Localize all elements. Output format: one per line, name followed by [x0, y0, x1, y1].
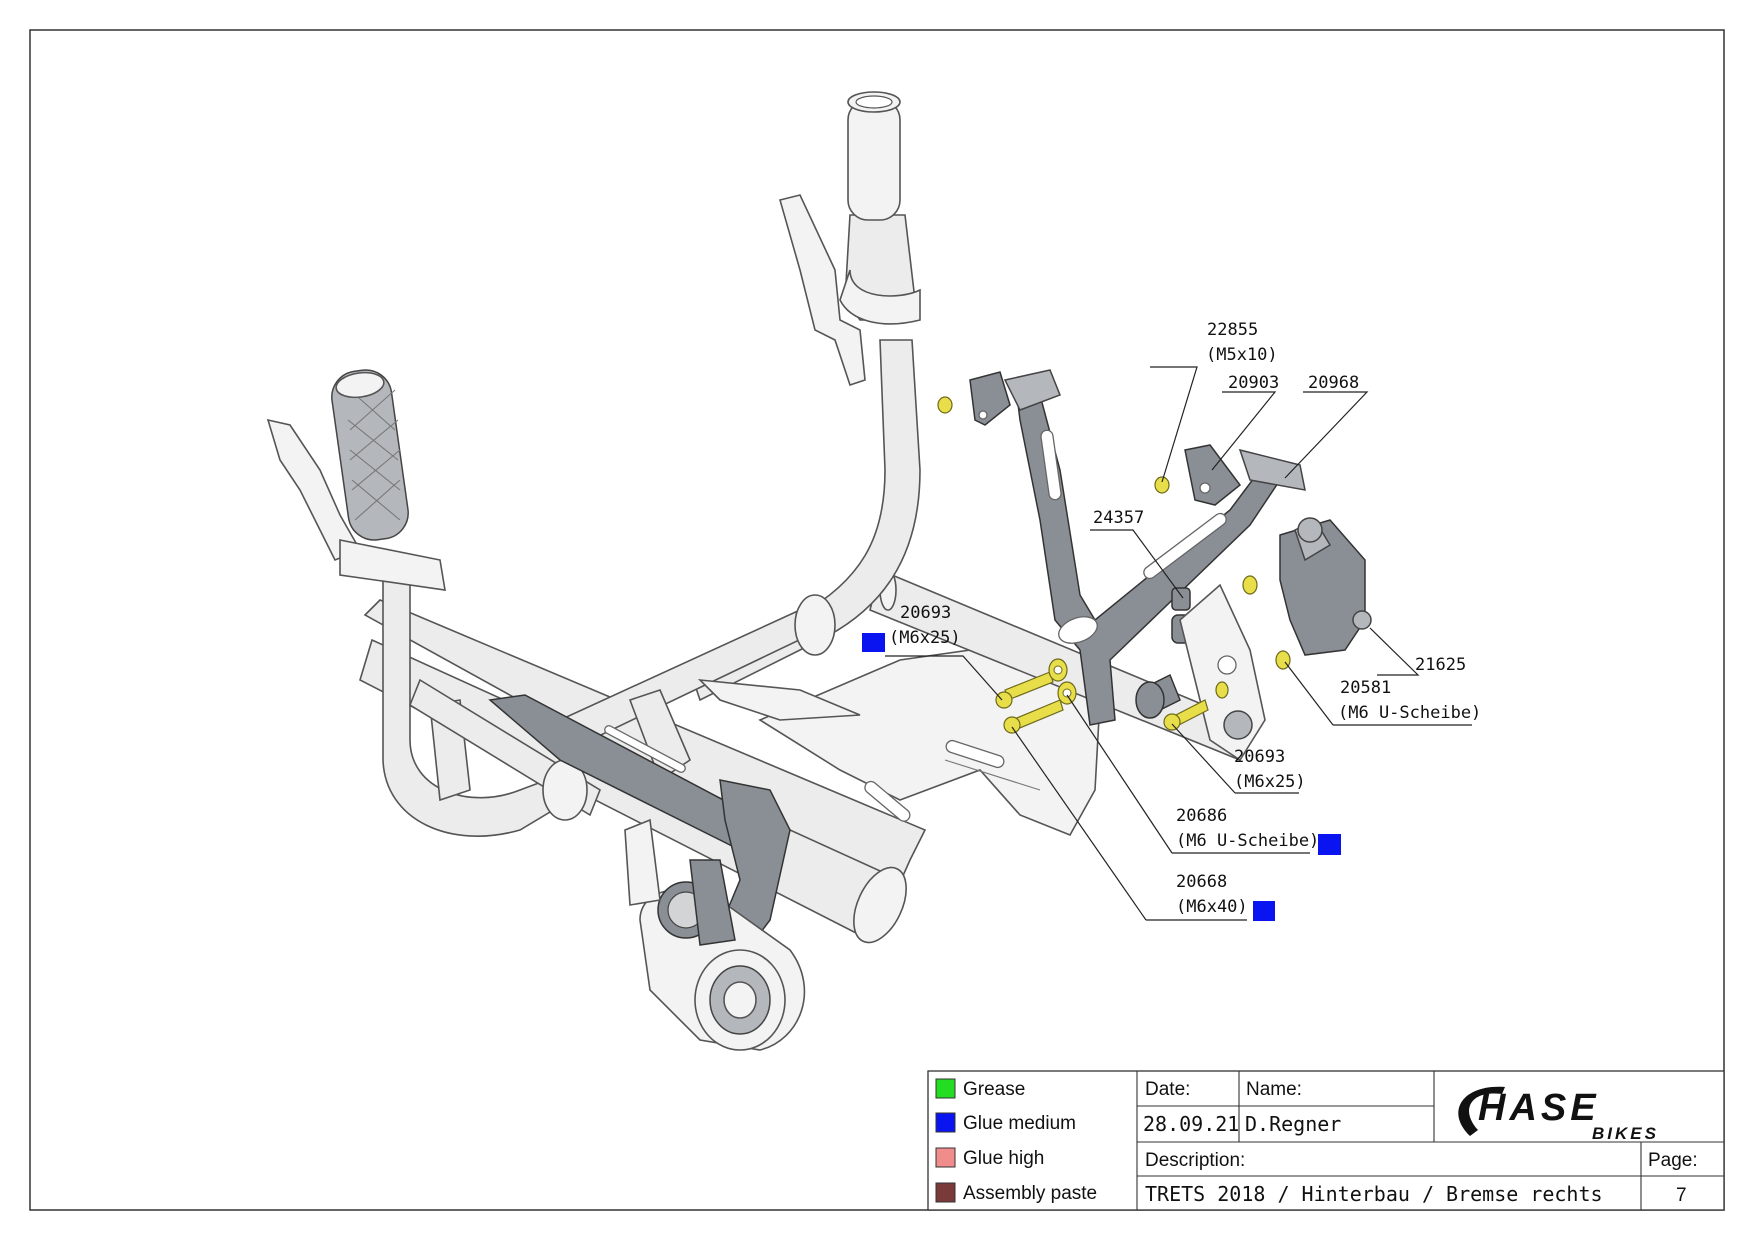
title-block: Grease Glue medium Glue high Assembly pa…: [927, 1070, 1725, 1211]
logo-word-hase: HASE: [1478, 1087, 1600, 1129]
callout-20693-right-spec: (M6x25): [1234, 772, 1306, 792]
legend-swatch-assembly-paste: [935, 1182, 956, 1203]
glue-markers: [862, 633, 1341, 921]
legend-label-glue-high: Glue high: [963, 1148, 1044, 1169]
legend-swatch-glue-high: [935, 1147, 956, 1168]
callout-20903-number: 20903: [1228, 373, 1279, 393]
legend-swatch-glue-medium: [935, 1112, 956, 1133]
callout-20693-left-number: 20693: [900, 603, 951, 623]
logo-word-bikes: BIKES: [1592, 1124, 1659, 1143]
date-label: Date:: [1145, 1079, 1190, 1100]
name-label: Name:: [1246, 1079, 1302, 1100]
assembly-illustration: [266, 91, 1372, 1051]
callout-24357-number: 24357: [1093, 508, 1144, 528]
callout-20693-right-number: 20693: [1234, 747, 1285, 767]
legend-label-glue-medium: Glue medium: [963, 1113, 1076, 1134]
glue-medium-marker-20668: [1253, 901, 1275, 921]
callout-20968-number: 20968: [1308, 373, 1359, 393]
callout-20686-spec: (M6 U-Scheibe): [1176, 831, 1319, 851]
sheet-border: [29, 29, 1725, 1211]
legend-swatch-grease: [935, 1078, 956, 1099]
callout-20686-number: 20686: [1176, 806, 1227, 826]
callout-20581-spec: (M6 U-Scheibe): [1338, 703, 1481, 723]
callout-20693-left-spec: (M6x25): [889, 628, 961, 648]
glue-medium-marker-20686: [1318, 834, 1341, 855]
glue-medium-marker-20693: [862, 633, 885, 652]
callout-leaders: [885, 366, 1472, 921]
date-value: 28.09.21: [1143, 1112, 1239, 1136]
legend-label-assembly-paste: Assembly paste: [963, 1183, 1097, 1204]
callouts: 22855 (M5x10) 20903 20968 24357 20693 (M…: [889, 320, 1481, 917]
description-label: Description:: [1145, 1150, 1245, 1171]
bolt-group: [937, 396, 1291, 734]
callout-20668-spec: (M6x40): [1176, 897, 1248, 917]
callout-20581-number: 20581: [1340, 678, 1391, 698]
callout-20668-number: 20668: [1176, 872, 1227, 892]
callout-21625-number: 21625: [1415, 655, 1466, 675]
legend: Grease Glue medium Glue high Assembly pa…: [935, 1078, 1097, 1204]
legend-label-grease: Grease: [963, 1079, 1025, 1100]
description-value: TRETS 2018 / Hinterbau / Bremse rechts: [1145, 1182, 1603, 1206]
page-label: Page:: [1648, 1150, 1698, 1171]
callout-22855-spec: (M5x10): [1206, 345, 1278, 365]
hase-bikes-logo: HASE BIKES: [1458, 1086, 1659, 1143]
page-number: 7: [1676, 1185, 1687, 1206]
callout-22855-number: 22855: [1207, 320, 1258, 340]
name-value: D.Regner: [1245, 1112, 1341, 1136]
